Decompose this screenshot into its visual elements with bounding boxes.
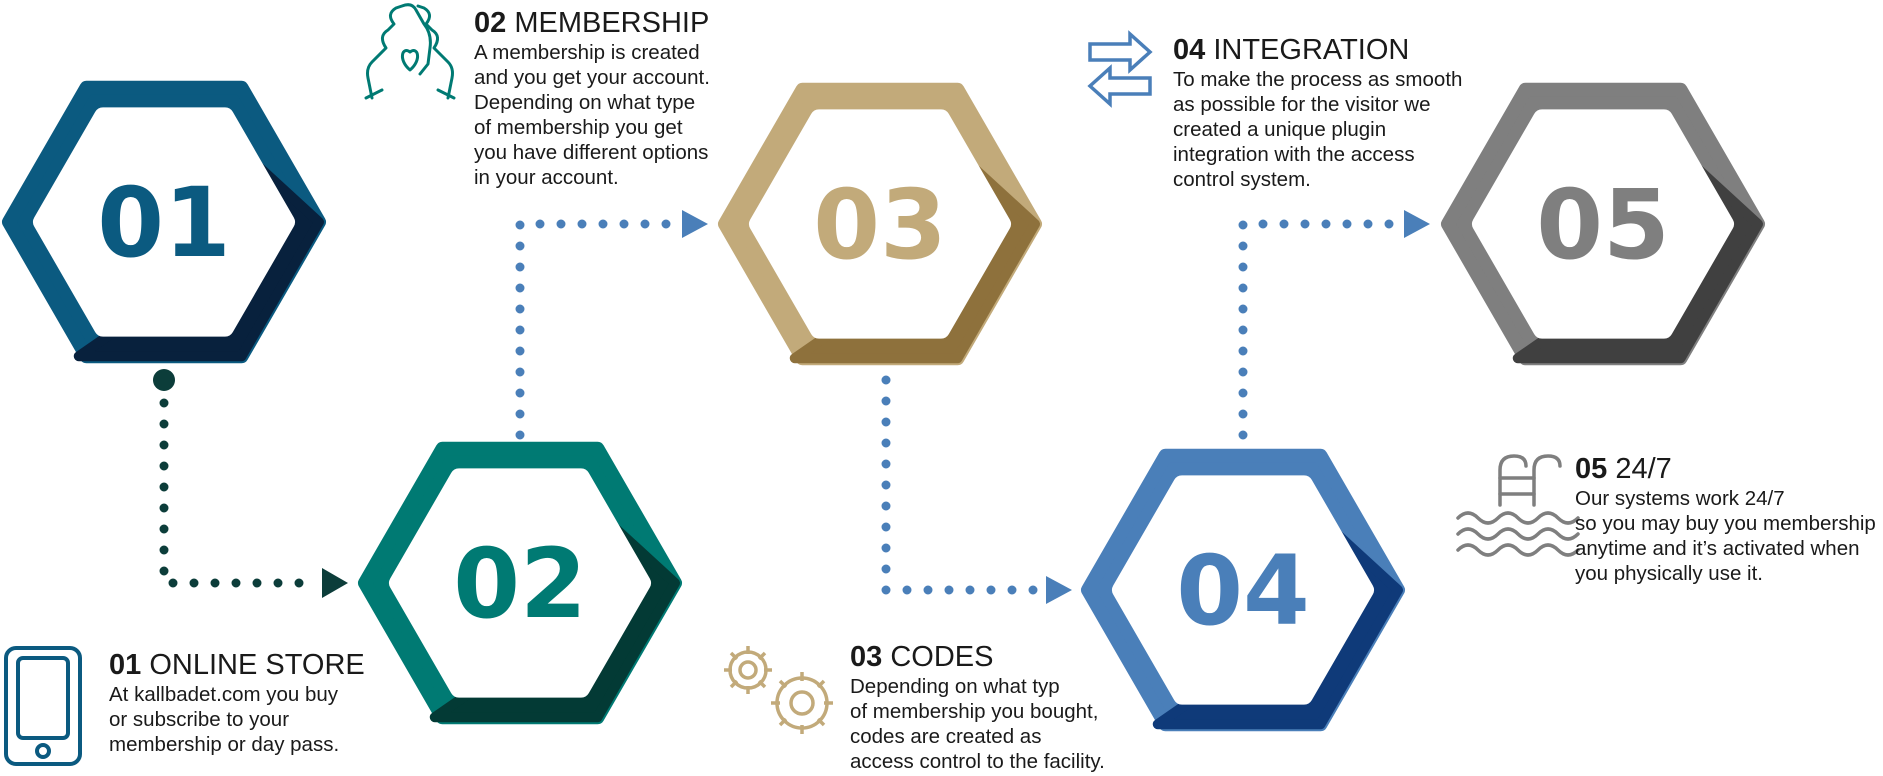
step-02-line: you have different options <box>474 141 709 164</box>
step-02-text: 02 MEMBERSHIP A membership is created an… <box>474 6 744 190</box>
step-05-number: 05 <box>1575 453 1608 485</box>
step-01-text: 01 ONLINE STORE At kallbadet.com you buy… <box>109 648 379 757</box>
connector-dotted-line <box>515 219 673 440</box>
step-05-title: 24/7 <box>1615 453 1672 485</box>
step-03-line: access control to the facility. <box>850 750 1105 773</box>
connector-01-02 <box>153 369 348 598</box>
step-02-line: in your account. <box>474 166 619 189</box>
step-02-description: A membership is created and you get your… <box>474 40 744 190</box>
step-04-title: INTEGRATION <box>1213 34 1410 66</box>
step-02-line: of membership you get <box>474 116 683 139</box>
hexagon-03: 03 <box>718 82 1042 366</box>
pool-ladder-icon <box>1456 454 1580 557</box>
step-04-line: created a unique plugin <box>1173 118 1387 141</box>
hexagon-02: 02 <box>358 441 682 725</box>
hexagon-number: 02 <box>453 528 587 640</box>
hexagon-04: 04 <box>1081 448 1405 732</box>
hexagon-number: 01 <box>97 167 231 279</box>
step-03-line: codes are created as <box>850 725 1042 748</box>
connector-04-05 <box>1238 210 1430 440</box>
hexagon-number: 05 <box>1536 169 1670 281</box>
hexagon-number: 03 <box>813 169 947 281</box>
step-03-line: Depending on what typ <box>850 675 1060 698</box>
connector-arrowhead <box>1404 210 1430 238</box>
step-01-line: membership or day pass. <box>109 733 340 756</box>
connector-arrowhead <box>682 210 708 238</box>
step-02-heading: 02 MEMBERSHIP <box>474 6 744 40</box>
hexagon-interior <box>389 468 651 698</box>
smartphone-icon <box>4 646 82 766</box>
step-05-line: anytime and it’s activated when <box>1575 537 1860 560</box>
step-02-line: and you get your account. <box>474 66 710 89</box>
connector-02-03 <box>515 210 708 440</box>
hexagon-interior <box>33 107 295 337</box>
step-01-line: At kallbadet.com you buy <box>109 683 339 706</box>
step-01-description: At kallbadet.com you buy or subscribe to… <box>109 682 379 757</box>
step-04-description: To make the process as smooth as possibl… <box>1173 67 1493 192</box>
step-03-line: of membership you bought, <box>850 700 1099 723</box>
step-04-text: 04 INTEGRATION To make the process as sm… <box>1173 33 1493 192</box>
hexagon-05: 05 <box>1441 82 1765 366</box>
connector-dotted-line <box>159 398 323 588</box>
step-05-description: Our systems work 24/7 so you may buy you… <box>1575 486 1880 586</box>
step-05-line: you physically use it. <box>1575 562 1764 585</box>
hexagon-number: 04 <box>1176 535 1310 647</box>
step-03-description: Depending on what typ of membership you … <box>850 674 1150 774</box>
exchange-arrows-icon <box>1087 30 1153 108</box>
hexagon-interior <box>1472 109 1734 339</box>
step-01-title: ONLINE STORE <box>149 649 365 681</box>
step-02-line: Depending on what type <box>474 91 696 114</box>
step-04-line: To make the process as smooth <box>1173 68 1463 91</box>
step-05-text: 05 24/7 Our systems work 24/7 so you may… <box>1575 452 1880 586</box>
step-05-heading: 05 24/7 <box>1575 452 1880 486</box>
step-04-heading: 04 INTEGRATION <box>1173 33 1493 67</box>
step-03-heading: 03 CODES <box>850 640 1150 674</box>
connector-arrowhead <box>1046 576 1072 604</box>
connector-start-dot <box>153 369 175 391</box>
connector-dotted-line <box>1238 219 1395 440</box>
step-01-line: or subscribe to your <box>109 708 290 731</box>
hexagon-layer: 01 02 03 04 05 <box>2 80 1765 732</box>
step-04-line: as possible for the visitor we <box>1173 93 1431 116</box>
step-01-heading: 01 ONLINE STORE <box>109 648 379 682</box>
hexagon-interior <box>749 109 1011 339</box>
step-03-title: CODES <box>890 641 994 673</box>
hexagon-interior <box>1112 475 1374 705</box>
gears-icon <box>724 646 833 734</box>
hexagon-01: 01 <box>2 80 326 364</box>
step-01-number: 01 <box>109 649 142 681</box>
step-02-line: A membership is created <box>474 41 700 64</box>
step-05-line: so you may buy you membership <box>1575 512 1876 535</box>
step-04-line: integration with the access <box>1173 143 1415 166</box>
step-03-number: 03 <box>850 641 883 673</box>
step-02-title: MEMBERSHIP <box>514 7 710 39</box>
step-02-number: 02 <box>474 7 507 39</box>
connector-arrowhead <box>322 568 348 598</box>
step-05-line: Our systems work 24/7 <box>1575 487 1785 510</box>
connector-03-04 <box>881 375 1072 604</box>
step-03-text: 03 CODES Depending on what typ of member… <box>850 640 1150 774</box>
connector-dotted-line <box>881 375 1041 595</box>
step-04-line: control system. <box>1173 168 1311 191</box>
step-04-number: 04 <box>1173 34 1206 66</box>
hands-heart-icon <box>364 3 456 100</box>
